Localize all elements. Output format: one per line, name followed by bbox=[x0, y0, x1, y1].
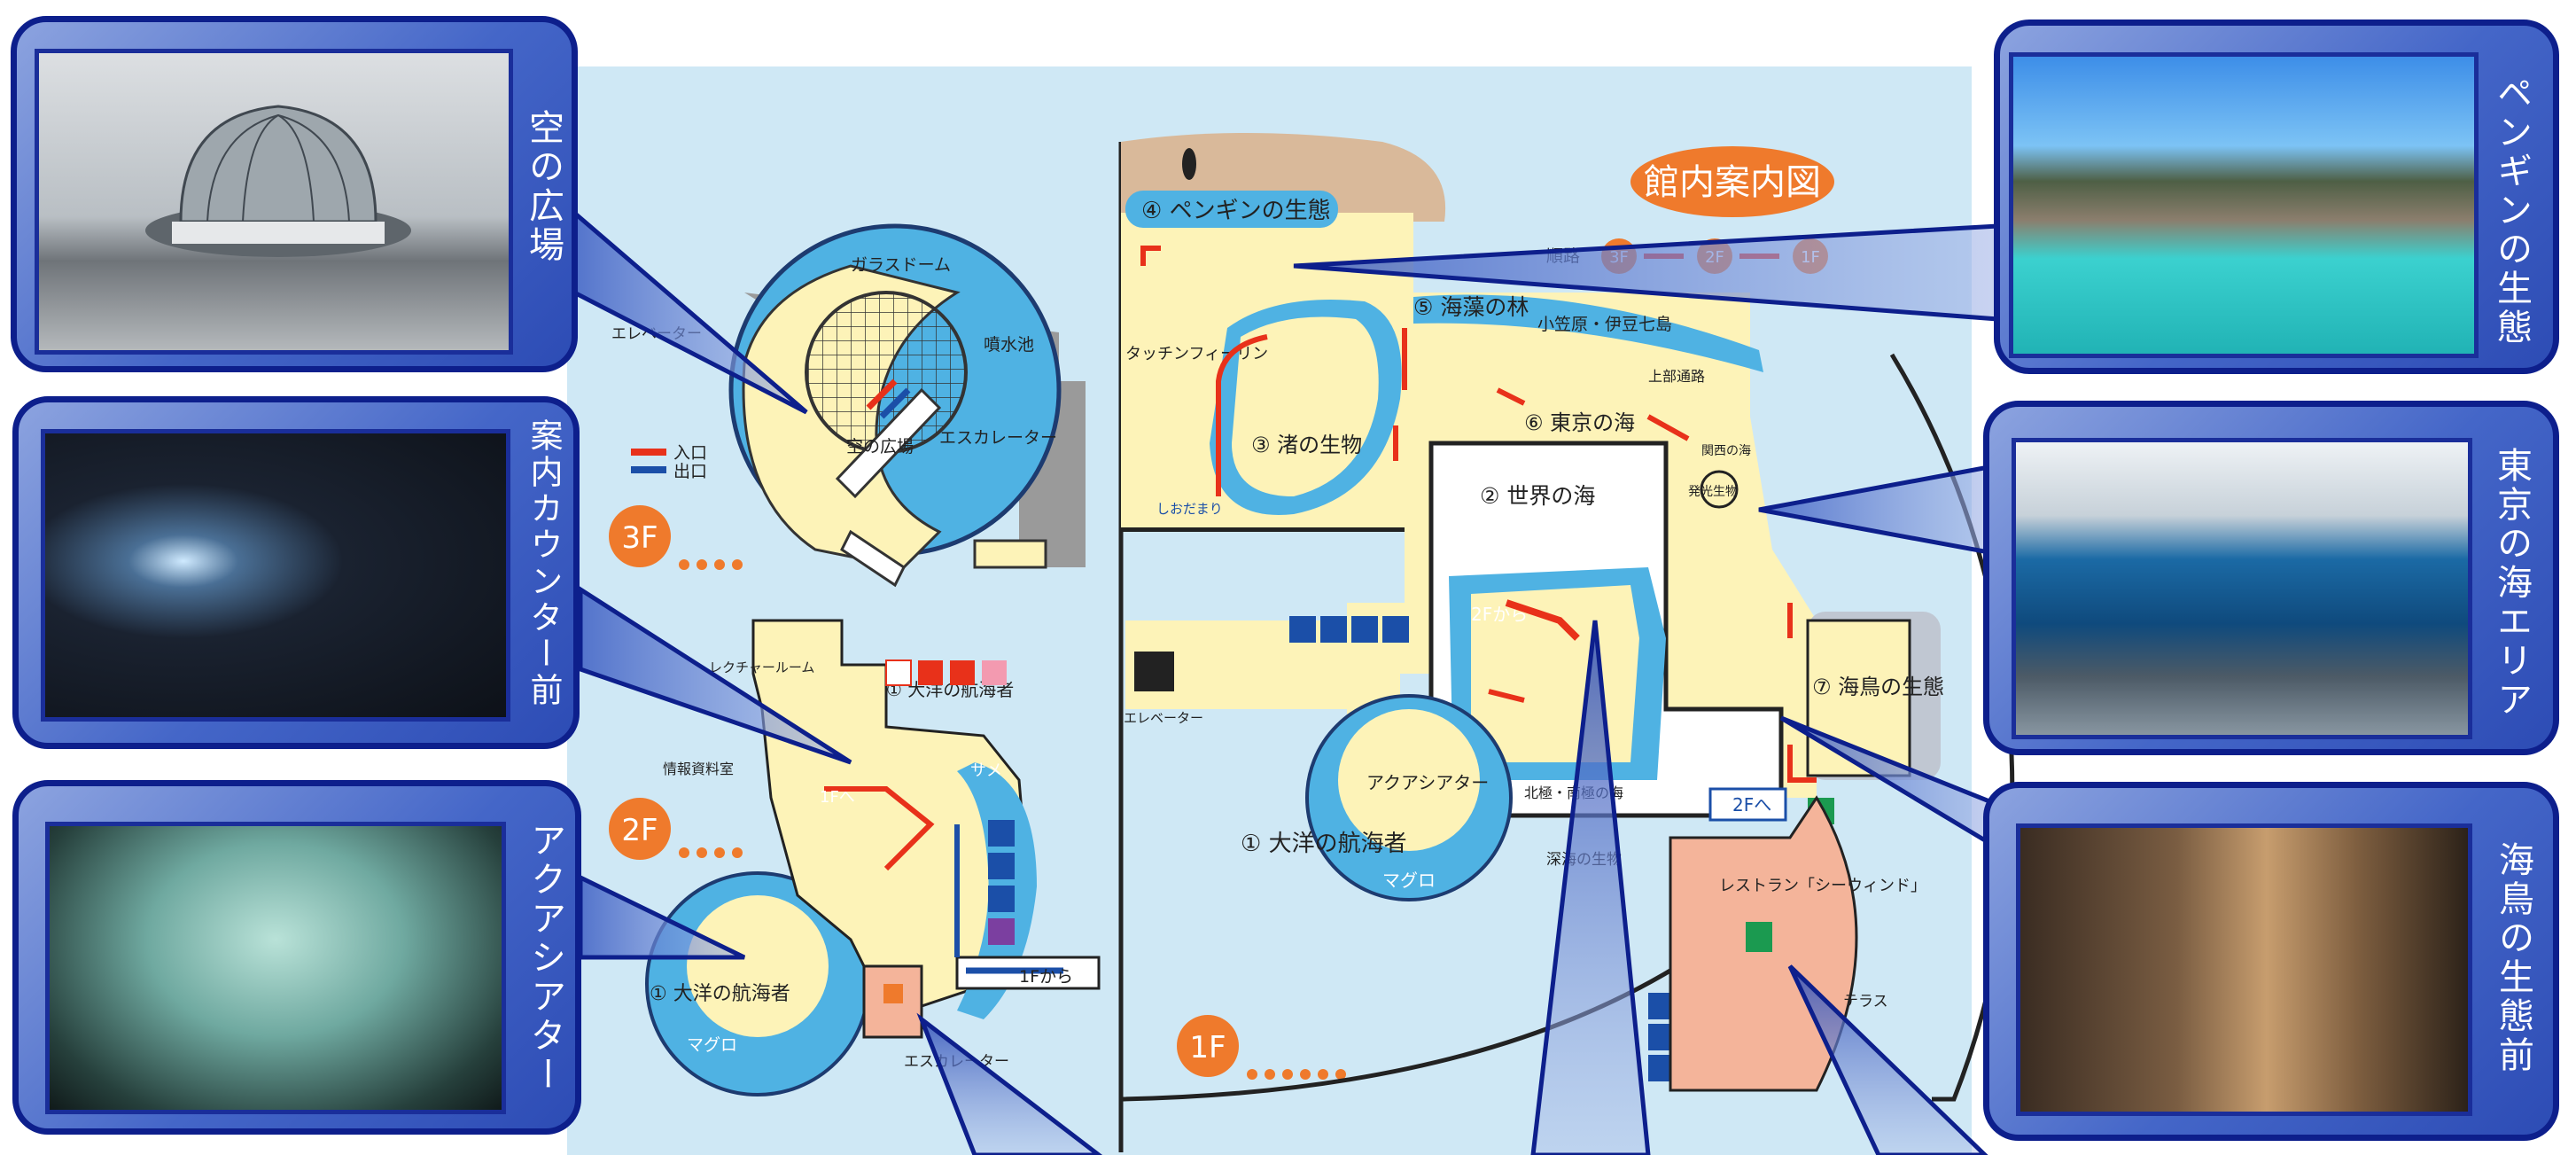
label-tuna-2f: マグロ bbox=[687, 1035, 737, 1055]
tokyo-sea-photo bbox=[2012, 438, 2472, 739]
legend-exit: 出口 bbox=[673, 462, 707, 481]
callout-sky-plaza: 空の広場 bbox=[11, 16, 578, 372]
label-fountain: 噴水池 bbox=[984, 335, 1034, 355]
callout-aqua-theater: アクアシアター bbox=[12, 780, 581, 1135]
callout-label-sky-plaza: 空の広場 bbox=[523, 109, 564, 265]
label-terrace: テラス bbox=[1843, 993, 1888, 1011]
floor-1f: ④ ペンギンの生態 ③ 渚の生物 タッチンフィーリン しおだまり ⑤ 海藻の林 … bbox=[1118, 133, 2015, 1152]
label-to-2f: 2Fへ bbox=[1732, 794, 1771, 816]
label-luminous: 発光生物 bbox=[1688, 485, 1738, 499]
floor-3f-label: 3F bbox=[621, 520, 658, 556]
info-counter-photo bbox=[41, 429, 510, 722]
callout-info-counter: 案内カウンター前 bbox=[12, 396, 580, 749]
label-to-1f: 1Fへ bbox=[820, 788, 855, 807]
penguin-photo bbox=[2009, 52, 2479, 358]
label-world-sea: ② 世界の海 bbox=[1480, 483, 1595, 509]
route-legend: 入口 出口 bbox=[631, 443, 707, 481]
aqua-theater-photo bbox=[45, 822, 506, 1114]
label-from-1f: 1Fから bbox=[1019, 967, 1073, 987]
label-escalator-3f: エスカレーター bbox=[939, 428, 1057, 448]
map-title: 館内案内図 bbox=[1644, 162, 1821, 203]
callout-label-seabird: 海鳥の生態前 bbox=[2493, 841, 2533, 1075]
floor-badge-2f: 2F bbox=[609, 798, 743, 860]
callout-seabird: 海鳥の生態前 bbox=[1983, 782, 2559, 1141]
sky-plaza-photo bbox=[35, 49, 513, 355]
facility-icons-2f bbox=[885, 659, 1015, 945]
label-sky-plaza: 空の広場 bbox=[846, 437, 914, 457]
label-seaweed: ⑤ 海藻の林 bbox=[1413, 294, 1529, 320]
callout-tokyo-sea: 東京の海エリア bbox=[1983, 401, 2559, 755]
callout-label-tokyo-sea: 東京の海エリア bbox=[2491, 447, 2532, 720]
legend-entrance: 入口 bbox=[673, 443, 707, 463]
glass-dome-image bbox=[145, 105, 411, 257]
label-restaurant: レストラン「シーウィンド」 bbox=[1719, 877, 1926, 895]
callout-label-penguin: ペンギンの生態 bbox=[2491, 74, 2532, 347]
floor-2f: ① 大洋の航海者 サメ レクチャールーム 情報資料室 1Fへ 1Fから ① 大洋… bbox=[645, 619, 1101, 1096]
label-ogasawara: 小笠原・伊豆七島 bbox=[1537, 315, 1672, 334]
floor-2f-label: 2F bbox=[621, 813, 658, 848]
label-tokyo-sea: ⑥ 東京の海 bbox=[1524, 410, 1635, 435]
label-info-room: 情報資料室 bbox=[663, 761, 734, 777]
label-ocean-traveler-2f-b: ① 大洋の航海者 bbox=[650, 983, 790, 1005]
label-elevator-1f: エレベーター bbox=[1124, 710, 1203, 726]
label-shore: ③ 渚の生物 bbox=[1251, 433, 1362, 457]
label-lecture-room: レクチャールーム bbox=[709, 659, 814, 675]
label-tuna: マグロ bbox=[1382, 870, 1436, 891]
label-kanto-coast: 関西の海 bbox=[1701, 444, 1751, 458]
seabird-photo bbox=[2016, 823, 2472, 1116]
label-glass-dome: ガラスドーム bbox=[851, 255, 951, 275]
label-penguin: ④ ペンギンの生態 bbox=[1141, 198, 1331, 224]
callout-pointers bbox=[572, 207, 2005, 1155]
label-seabird: ⑦ 海鳥の生態 bbox=[1812, 675, 1944, 699]
floor-1f-label: 1F bbox=[1189, 1030, 1226, 1065]
callout-penguin: ペンギンの生態 bbox=[1994, 20, 2559, 374]
floor-badge-1f: 1F bbox=[1177, 1015, 1346, 1080]
label-tide-pool: しおだまり bbox=[1156, 501, 1223, 517]
callout-label-info-counter: 案内カウンター前 bbox=[525, 418, 563, 709]
callout-label-aqua-theater: アクアシアター bbox=[525, 822, 565, 1095]
label-ocean-traveler: ① 大洋の航海者 bbox=[1241, 831, 1407, 857]
label-aqua-theater: アクアシアター bbox=[1366, 772, 1489, 793]
label-shark: サメ bbox=[970, 761, 1002, 780]
label-upper-passage: 上部通路 bbox=[1648, 368, 1705, 385]
label-touch-fin: タッチンフィーリン bbox=[1125, 345, 1268, 363]
floor-badge-3f: 3F bbox=[609, 505, 743, 570]
floor-3f: ガラスドーム 噴水池 空の広場 エスカレーター エレベーター bbox=[611, 223, 1086, 588]
